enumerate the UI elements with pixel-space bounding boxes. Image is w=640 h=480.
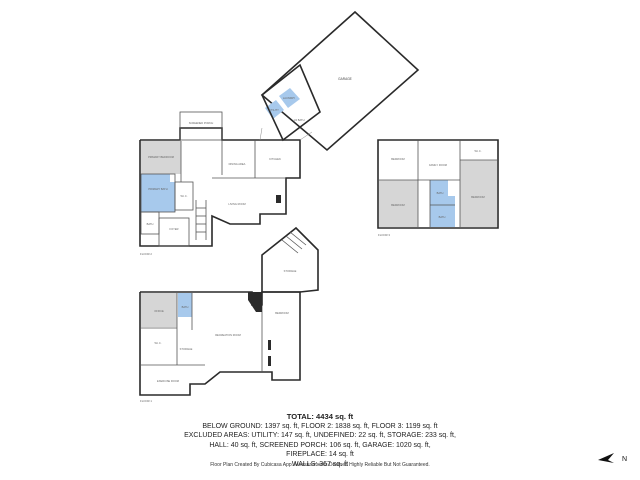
primary-bath-room [141,174,175,212]
screened-porch-room [179,111,223,141]
floor-1-bath-label: BATH [182,305,189,309]
north-letter: N [622,456,627,463]
recreation-room-label: RECREATION ROOM [215,333,241,337]
floor-2-label: FLOOR 2 [140,252,152,256]
fireplace [276,195,281,203]
floor-3-bedroom-label-b: BEDROOM [391,203,404,207]
floor-1-bath-room [178,293,192,317]
floor-3-bedroom-label-c: BEDROOM [471,195,484,199]
floor-1-plan: STORAGE OFFICE BATH RECREATION ROOM BEDR… [139,226,319,403]
floor-3-label: FLOOR 3 [378,233,390,237]
foyer-label: FOYER [170,227,179,231]
north-arrow-icon: N [598,453,627,463]
floor-1-storage-label: STORAGE [180,347,193,351]
floor-1-fireplace [248,292,262,312]
bedroom-left-room [379,180,418,227]
dining-area-label: DINING AREA [229,162,246,166]
laundry-room [279,88,300,108]
area-summary: TOTAL: 4434 sq. ft BELOW GROUND: 1397 sq… [160,412,480,470]
laundry-label: LAUNDRY [283,96,296,100]
storage-label: STORAGE [284,269,297,273]
living-room-label: LIVING ROOM [228,202,245,206]
bath-label: BATH [147,222,154,226]
area-line-3: HALL: 40 sq. ft, SCREENED PORCH: 106 sq.… [209,441,431,449]
garage-room: GARAGE [260,10,420,152]
office-label: OFFICE [154,309,164,313]
half-bath-label: 1/2 BATH [293,118,304,122]
office-room [141,293,177,327]
area-line-5: WALLS: 367 sq. ft [291,460,349,468]
floor-1-wic-label: W.I.C. [154,341,161,345]
area-line-1: BELOW GROUND: 1397 sq. ft, FLOOR 2: 1838… [202,422,438,430]
floor-3-bath-room [430,180,455,227]
primary-bedroom-room [141,141,181,174]
wic-label: W.I.C. [180,194,187,198]
floor-1-label: FLOOR 1 [140,399,152,403]
floor-3-bath-label-b: BATH [439,215,446,219]
floor-2-plan: GARAGE LAUNDRY UTILITY 1/2 BATH SCREENED… [139,10,420,256]
exercise-room-label: EXERCISE ROOM [157,379,179,383]
bedroom-right-room [460,160,497,227]
primary-bedroom-label: PRIMARY BEDROOM [148,155,174,159]
floor-3-plan: BEDROOM BEDROOM FAMILY ROOM BEDROOM W.I.… [377,139,499,237]
utility-room [265,100,284,119]
floor-1-bedroom-label: BEDROOM [275,311,288,315]
area-line-2: EXCLUDED AREAS: UTILITY: 147 sq. ft, UND… [184,432,456,440]
stairs-floor-2 [195,200,207,240]
screened-porch-label: SCREENED PORCH [189,121,214,125]
credit-text: Floor Plan Created By Cubicasa App. Meas… [210,462,430,468]
primary-bath-label: PRIMARY BATH [148,187,167,191]
utility-label: UTILITY [269,108,279,112]
total-area: TOTAL: 4434 sq. ft [286,412,354,421]
family-room-label: FAMILY ROOM [429,163,447,167]
floor-3-wic-label: W.I.C. [474,149,481,153]
area-line-4: FIREPLACE: 14 sq. ft [286,451,354,459]
garage-label: GARAGE [338,77,352,81]
floor-3-bedroom-label-a: BEDROOM [391,157,404,161]
stairs-floor-1 [281,231,307,254]
kitchen-label: KITCHEN [269,157,281,161]
floor-3-bath-label: BATH [437,191,444,195]
